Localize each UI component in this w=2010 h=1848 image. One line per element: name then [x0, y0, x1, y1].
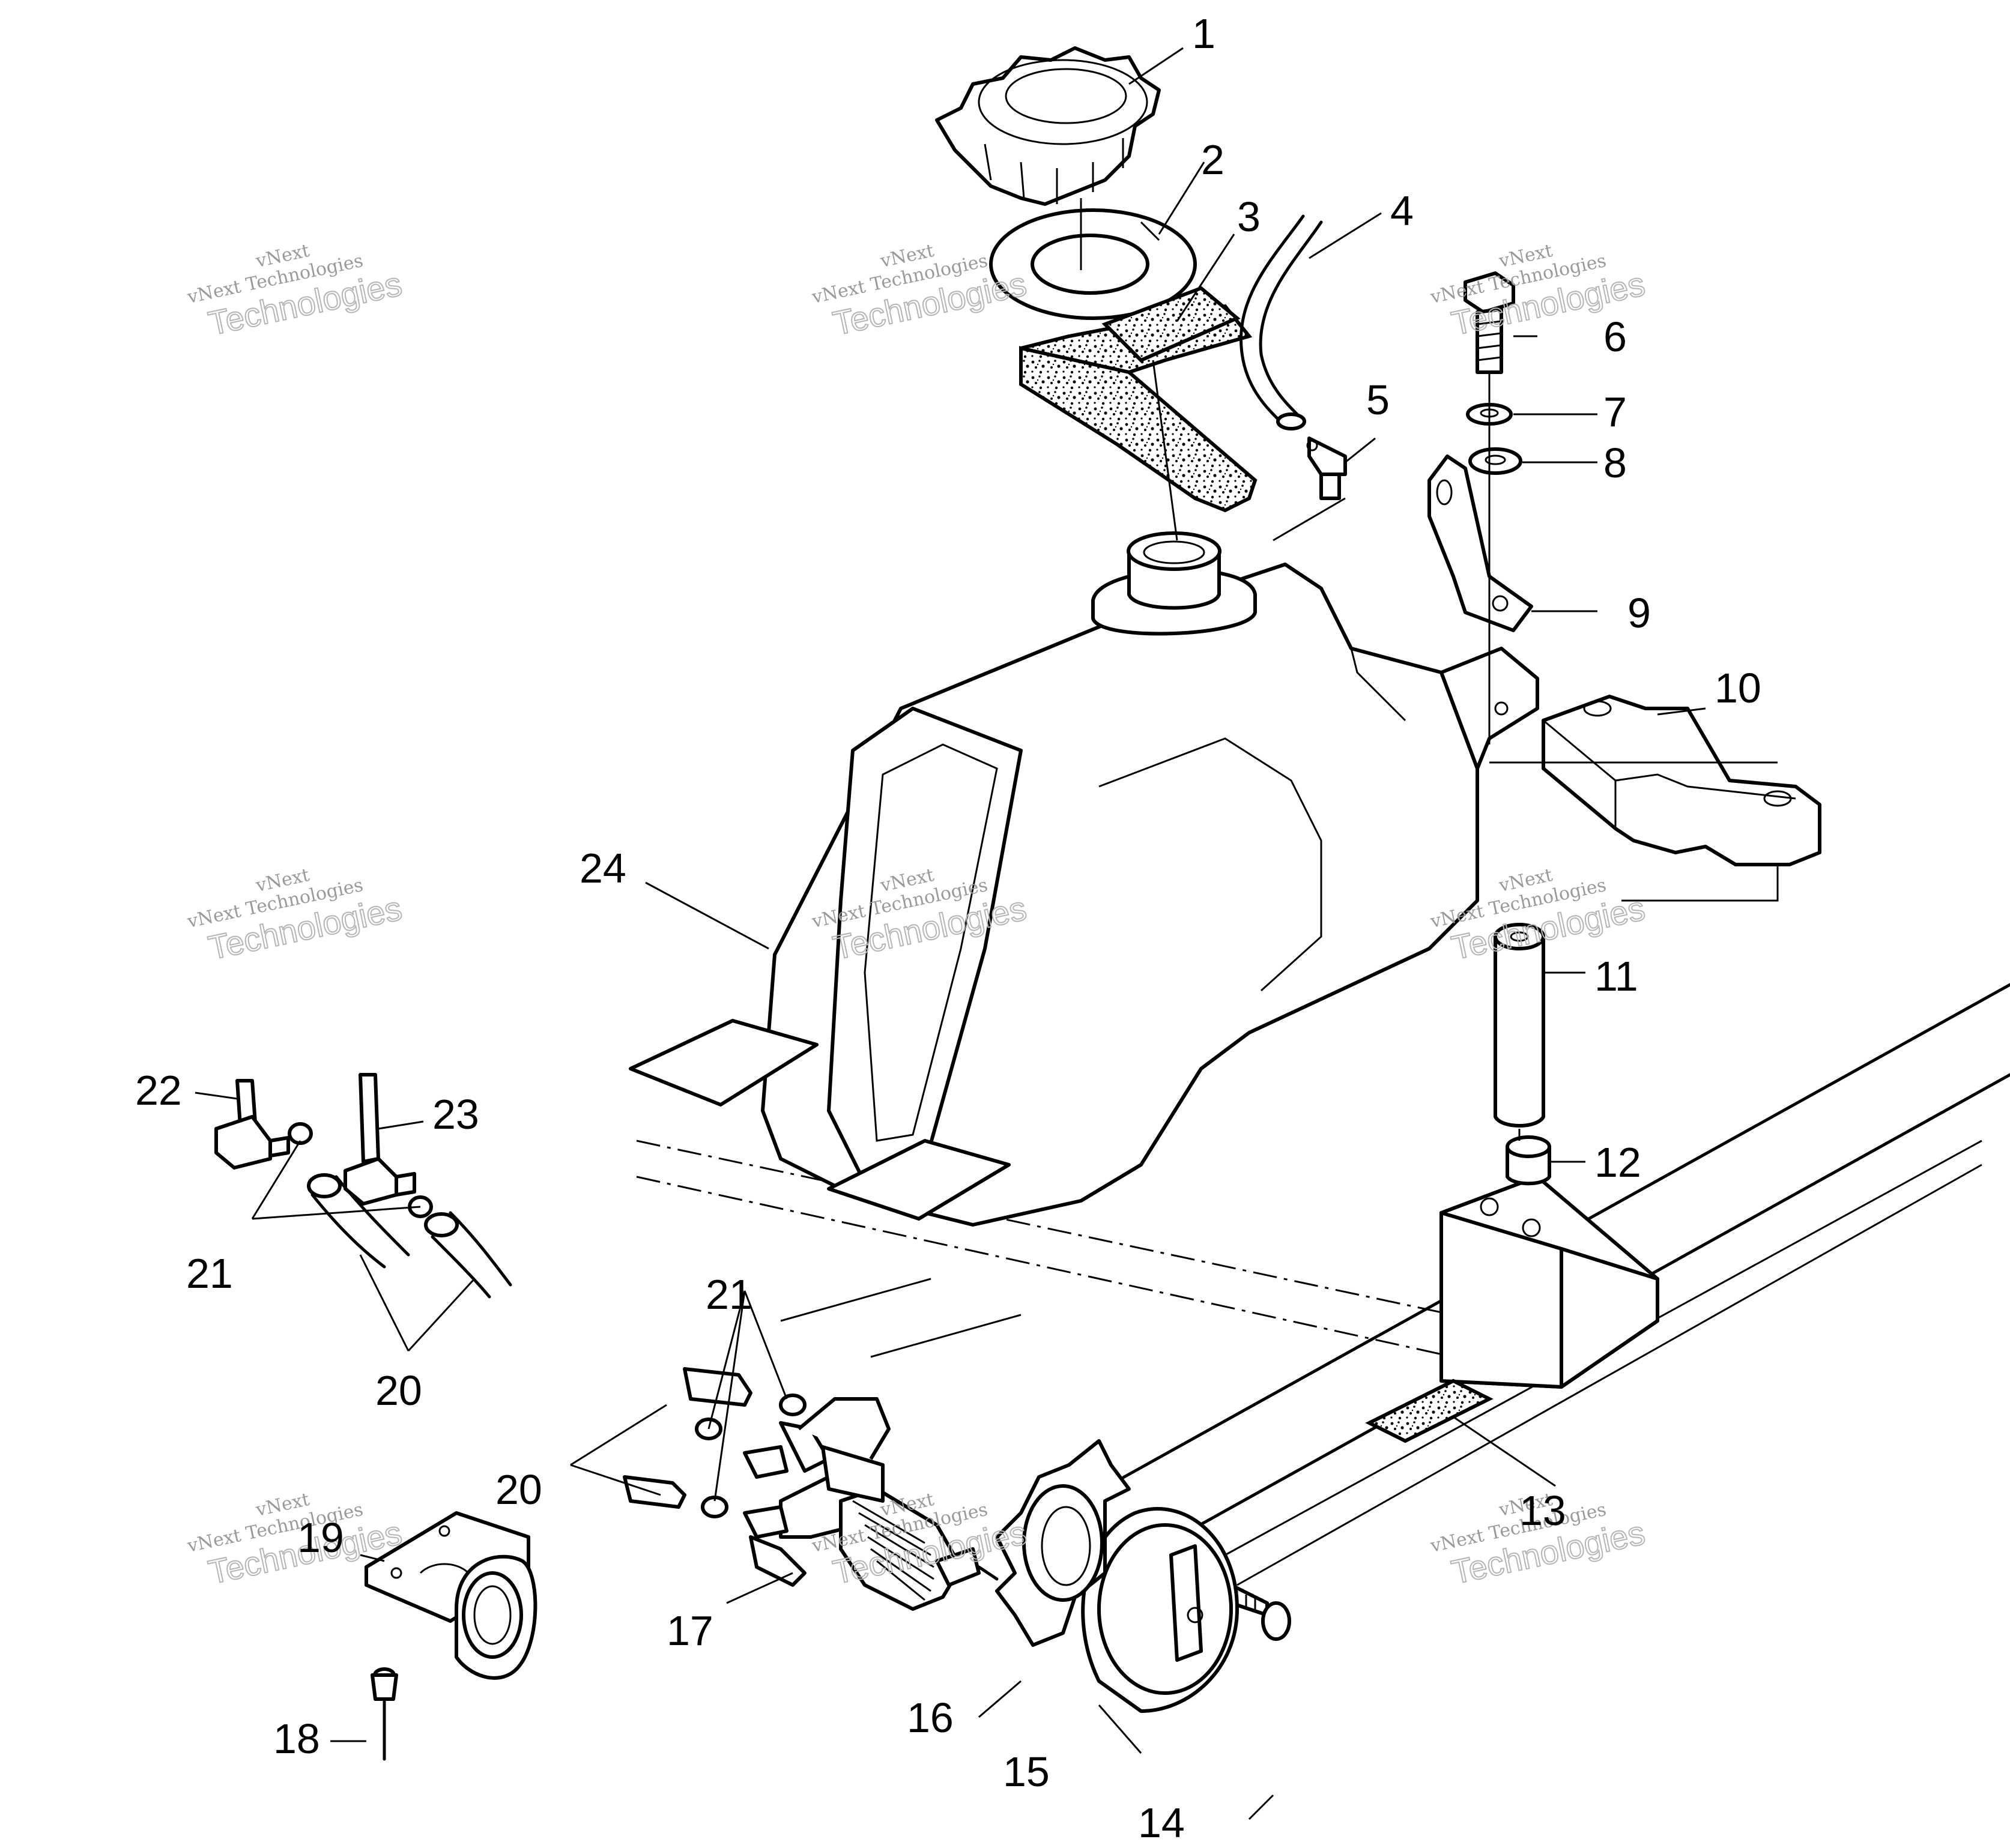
- callout-11: 11: [1594, 953, 1638, 1000]
- valve-bracket: [365, 1511, 537, 1680]
- fuel-tank: [629, 531, 1539, 1227]
- oil-cap: [1081, 1507, 1239, 1713]
- elbow-fitting: [214, 1079, 290, 1170]
- callout-21-lower: 21: [706, 1271, 752, 1318]
- callout-13: 13: [1519, 1487, 1566, 1534]
- callout-17: 17: [667, 1607, 713, 1654]
- callout-18: 18: [273, 1715, 320, 1762]
- callout-4: 4: [1390, 187, 1414, 234]
- callout-12: 12: [1594, 1139, 1641, 1186]
- decal: [1365, 1378, 1494, 1443]
- washer: [1468, 447, 1522, 475]
- bezel-nut: [995, 1439, 1131, 1647]
- callout-15: 15: [1003, 1748, 1050, 1795]
- callout-21-upper: 21: [186, 1250, 233, 1297]
- callout-16: 16: [907, 1694, 954, 1741]
- callout-9: 9: [1627, 590, 1651, 636]
- leader-lines: [195, 47, 1779, 1820]
- gasket: [989, 208, 1197, 320]
- bushing: [1506, 1135, 1551, 1186]
- filler-cap: [935, 46, 1161, 206]
- spacer-block: [1542, 695, 1821, 866]
- fuel-valve: [743, 1397, 999, 1611]
- rivet: [371, 1667, 398, 1761]
- callout-labels: 1 2 3 4 5 6 7 8 9 10 11 12 13 14 15 16 1…: [135, 10, 1761, 1846]
- mount-bracket: [1427, 454, 1533, 632]
- bolt: [1464, 271, 1515, 374]
- callout-14: 14: [1138, 1799, 1185, 1845]
- frame-bracket: [1439, 1175, 1659, 1389]
- callout-22: 22: [135, 1067, 182, 1114]
- callout-7: 7: [1603, 388, 1627, 435]
- callout-10: 10: [1715, 665, 1761, 711]
- callout-20-lower: 20: [495, 1466, 542, 1513]
- callout-8: 8: [1603, 439, 1627, 486]
- callout-3: 3: [1237, 193, 1261, 240]
- sleeve: [1494, 923, 1545, 1128]
- callout-19: 19: [297, 1514, 344, 1561]
- callout-5: 5: [1366, 376, 1390, 423]
- vent-hose: [1240, 214, 1323, 430]
- foam-strip: [1019, 286, 1258, 513]
- callout-6: 6: [1603, 313, 1627, 360]
- hoses-lower: [623, 1367, 752, 1509]
- callout-23: 23: [432, 1091, 479, 1138]
- callout-24: 24: [580, 845, 626, 892]
- vent-fitting: [1306, 436, 1347, 500]
- screw: [1229, 1583, 1291, 1641]
- callout-2: 2: [1201, 136, 1224, 183]
- callout-1: 1: [1192, 10, 1215, 57]
- hoses-upper: [307, 1173, 512, 1299]
- tee-fitting: [344, 1073, 416, 1206]
- callout-20-upper: 20: [375, 1367, 422, 1414]
